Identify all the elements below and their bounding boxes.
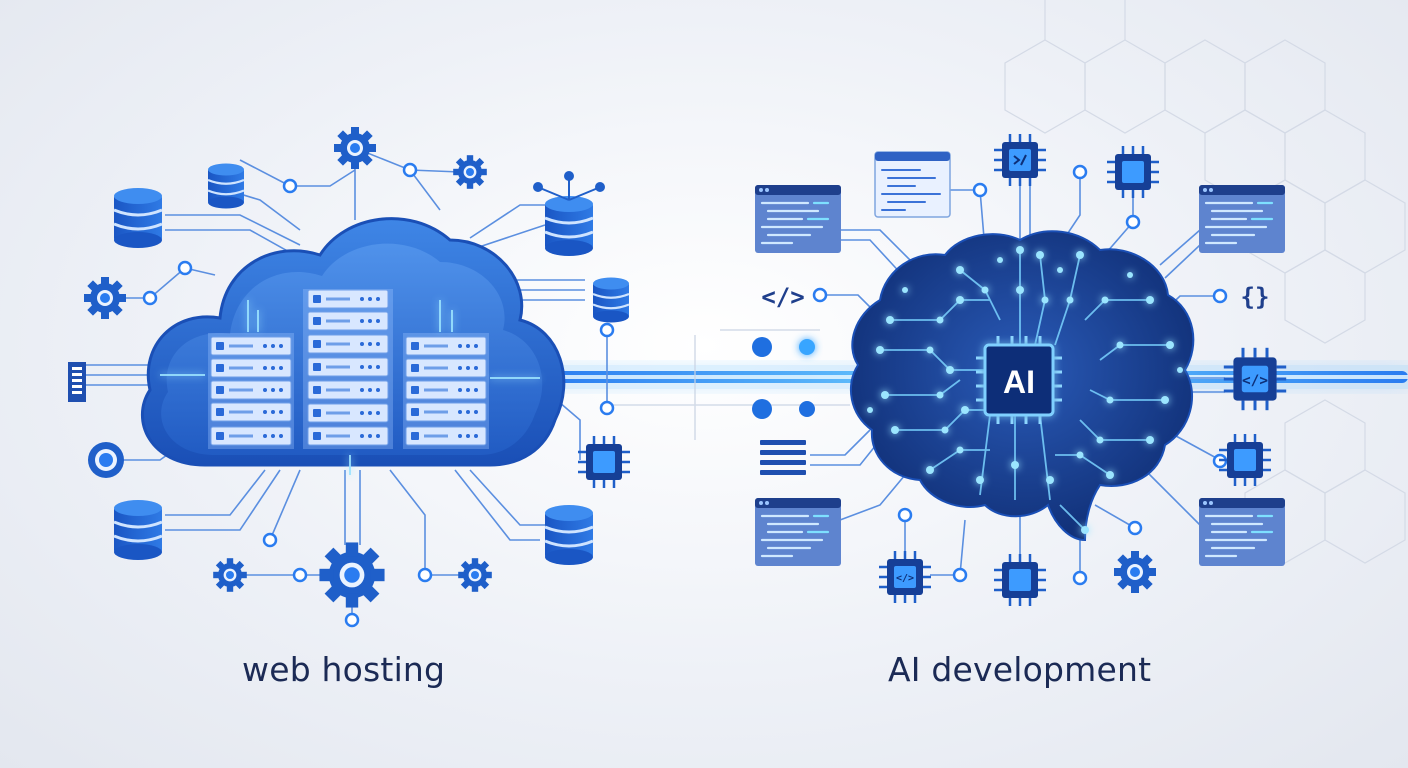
code-window-icon [1197,496,1287,568]
code-window-icon [1197,183,1287,255]
chip-icon [992,132,1048,188]
database-icon [206,162,246,210]
code-tag-icon: {} [1241,283,1270,311]
code-window-icon [753,496,843,568]
gear-icon [458,558,492,592]
database-icon [543,194,595,258]
chip-code-label: </> [1242,373,1268,389]
database-icon [543,503,595,567]
code-tag-icon: </> [761,283,804,311]
chip-icon: </> [1222,346,1288,412]
code-window-icon [874,151,951,218]
gear-icon [319,542,385,608]
gear-icon [334,127,376,169]
gear-icon [84,277,126,319]
chip-icon [576,434,632,490]
database-icon [112,498,164,562]
chip-icon [1217,432,1273,488]
chip-icon [992,552,1048,608]
ai-chip-label: AI [1003,364,1035,400]
gear-icon [453,155,487,189]
gear-icon [213,558,247,592]
database-icon [112,186,164,250]
chip-icon [1105,144,1161,200]
beam-dot [752,337,772,357]
chip-icon: </> [877,549,933,605]
list-icon [760,440,806,475]
target-node-icon [88,442,124,478]
web-hosting-label: web hosting [242,650,446,689]
ai-chip: AI [976,336,1062,424]
database-icon [591,276,631,324]
beam-dot [799,401,815,417]
beam-dot [752,399,772,419]
ai-development-illustration: AI </> [753,132,1288,608]
network-port-icon [68,362,86,402]
server-rack-icon [208,333,294,449]
server-rack-icon [403,333,489,449]
ai-development-label: AI development [888,650,1152,689]
beam-dot [799,339,815,355]
server-rack-icon [303,289,393,449]
code-window-icon [753,183,843,255]
web-hosting-illustration [68,127,632,628]
chip-code-label: </> [896,573,914,584]
gear-icon [1114,551,1156,593]
antenna-icon [533,171,605,201]
